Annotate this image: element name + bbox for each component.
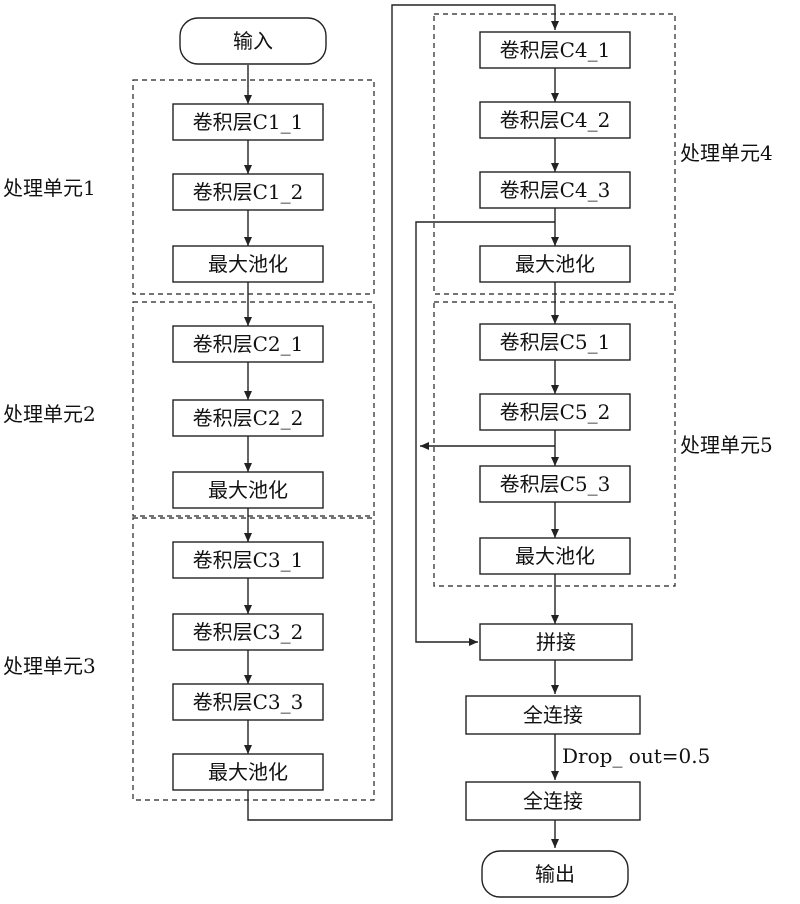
layer-pool-4: 最大池化: [515, 252, 595, 276]
connectors: [244, 4, 559, 848]
unit1-boundary: [132, 79, 375, 295]
unit5-layers: 卷积层C5_1 卷积层C5_2 卷积层C5_3 最大池化: [479, 323, 631, 575]
unit4-label: 处理单元4: [680, 141, 773, 165]
unit3-label: 处理单元3: [3, 654, 96, 678]
layer-pool-2: 最大池化: [208, 478, 288, 502]
layer-c5-3: 卷积层C5_3: [500, 472, 611, 496]
layer-pool-1: 最大池化: [208, 252, 288, 276]
concat-label: 拼接: [536, 630, 576, 654]
unit5-label: 处理单元5: [680, 433, 773, 457]
fc1-label: 全连接: [523, 703, 583, 727]
fc1-node: 全连接: [465, 695, 641, 735]
layer-pool-5: 最大池化: [515, 544, 595, 568]
layer-c5-2: 卷积层C5_2: [500, 400, 611, 424]
layer-c3-1: 卷积层C3_1: [193, 548, 304, 572]
fc2-label: 全连接: [523, 789, 583, 813]
input-node: 输入: [179, 17, 327, 65]
unit4-layers: 卷积层C4_1 卷积层C4_2 卷积层C4_3 最大池化: [479, 31, 631, 283]
unit2-layers: 卷积层C2_1 卷积层C2_2 最大池化: [172, 325, 324, 509]
layer-c2-1: 卷积层C2_1: [193, 332, 304, 356]
unit2-boundary: [132, 301, 375, 517]
unit1-layers: 卷积层C1_1 卷积层C1_2 最大池化: [172, 103, 324, 283]
layer-pool-3: 最大池化: [208, 760, 288, 784]
layer-c1-2: 卷积层C1_2: [193, 180, 304, 204]
output-node: 输出: [481, 850, 629, 898]
layer-c3-2: 卷积层C3_2: [193, 620, 304, 644]
unit3-boundary: [132, 517, 375, 801]
concat-node: 拼接: [479, 623, 633, 661]
layer-c4-3: 卷积层C4_3: [500, 178, 611, 202]
layer-c2-2: 卷积层C2_2: [193, 406, 304, 430]
layer-c3-3: 卷积层C3_3: [193, 690, 304, 714]
dropout-label: Drop_ out=0.5: [562, 744, 710, 768]
unit2-label: 处理单元2: [3, 402, 96, 426]
layer-c5-1: 卷积层C5_1: [500, 330, 611, 354]
unit3-layers: 卷积层C3_1 卷积层C3_2 卷积层C3_3 最大池化: [172, 541, 324, 791]
layer-c4-1: 卷积层C4_1: [500, 38, 611, 62]
unit1-label: 处理单元1: [3, 176, 96, 200]
layer-c4-2: 卷积层C4_2: [500, 108, 611, 132]
input-label: 输入: [233, 29, 273, 53]
fc2-node: 全连接: [465, 781, 641, 821]
layer-c1-1: 卷积层C1_1: [193, 110, 304, 134]
output-label: 输出: [535, 862, 575, 886]
